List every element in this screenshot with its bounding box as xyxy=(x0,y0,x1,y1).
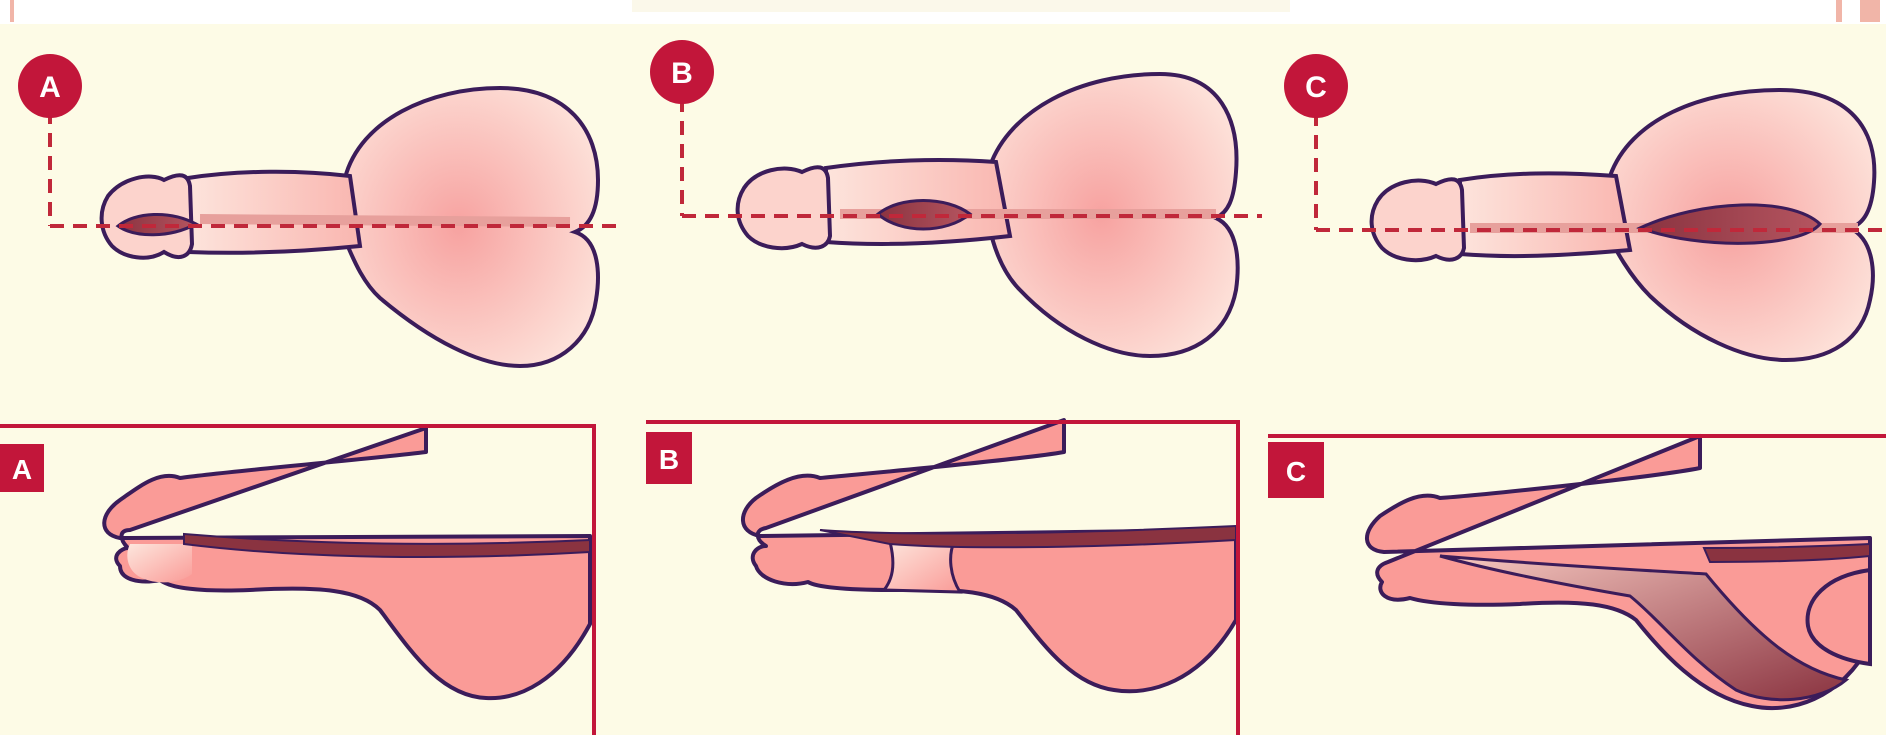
top-panel-c: C xyxy=(1284,54,1886,360)
top-panel-a: A xyxy=(18,54,620,366)
top-panel-b: B xyxy=(650,40,1262,356)
bottom-panel-c: C xyxy=(1268,436,1886,708)
bottom-a-label: A xyxy=(12,454,32,485)
top-b-label: B xyxy=(671,57,693,90)
top-a-raphe xyxy=(200,219,570,222)
bottom-b-label: B xyxy=(659,444,679,475)
bottom-b-defect xyxy=(884,542,960,592)
top-c-shaft xyxy=(1460,173,1630,256)
bottom-panel-b: B xyxy=(646,420,1238,735)
bottom-c-label: C xyxy=(1286,456,1306,487)
bottom-panel-a: A xyxy=(0,426,594,735)
top-c-label: C xyxy=(1305,71,1327,104)
top-a-label: A xyxy=(39,71,61,104)
top-c-glans xyxy=(1372,179,1464,260)
bottom-b-body xyxy=(743,420,1236,691)
top-b-glans xyxy=(738,167,830,248)
top-a-shaft xyxy=(188,172,360,253)
